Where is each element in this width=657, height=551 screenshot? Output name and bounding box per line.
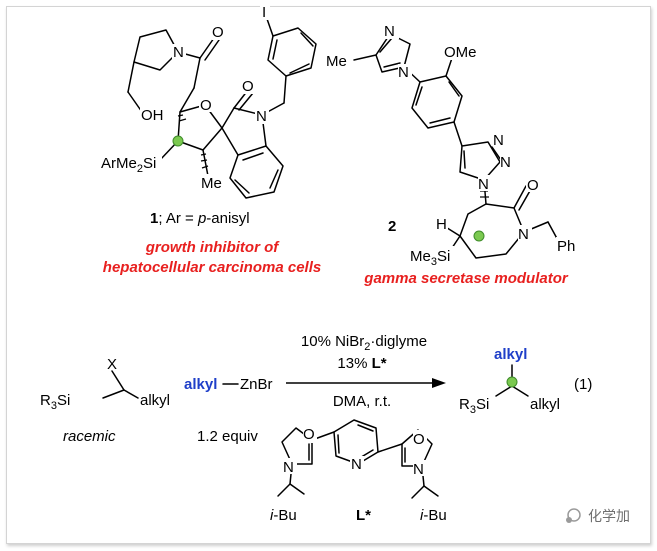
c2-atom-n-imid: N: [398, 64, 409, 81]
substrate-note: racemic: [63, 428, 116, 445]
c1-atom-n: N: [173, 44, 184, 61]
c1-atom-o-lactam: O: [242, 78, 254, 95]
equation-number: (1): [574, 376, 592, 393]
substrate-x: X: [107, 356, 117, 373]
substrate-r3si: R3Si: [40, 392, 70, 412]
c2-atom-n-azepane: N: [518, 226, 529, 243]
product-alkyl: alkyl: [530, 396, 560, 413]
reagent-znbr: ZnBr: [240, 376, 273, 393]
substrate-structure: [102, 370, 139, 399]
c2-atom-n-triazole-2: N: [500, 154, 511, 171]
c1-silyl-label: ArMe2Si: [101, 155, 156, 175]
condition-catalyst: 10% NiBr2·diglyme: [301, 333, 427, 353]
ligand-atom-n-right: N: [413, 461, 424, 478]
c1-caption: 1; Ar = p-anisyl: [150, 210, 250, 227]
c1-atom-oh: OH: [141, 107, 164, 124]
c1-atom-o-ring: O: [200, 97, 212, 114]
c1-atom-o-carbonyl: O: [212, 24, 224, 41]
c2-activity: gamma secretase modulator: [363, 270, 569, 287]
product-structure: [495, 364, 529, 397]
c2-atom-n-triazole-3: N: [478, 176, 489, 193]
condition-solvent: DMA, r.t.: [333, 393, 391, 410]
c2-atom-n-triazole-1: N: [493, 132, 504, 149]
product-r3si: R3Si: [459, 396, 489, 416]
watermark-logo-icon: [566, 508, 581, 523]
substrate-alkyl: alkyl: [140, 392, 170, 409]
c2-methyl: Me: [326, 53, 347, 70]
c2-atom-o: O: [527, 177, 539, 194]
ligand-ibu-right: i-Bu: [420, 507, 447, 524]
watermark-text: 化学加: [588, 508, 630, 524]
reagent-equiv: 1.2 equiv: [197, 428, 258, 445]
condition-ligand: 13% L*: [337, 355, 386, 372]
c1-methyl: Me: [201, 175, 222, 192]
reagent-alkyl: alkyl: [184, 376, 217, 393]
c2-number: 2: [388, 218, 396, 235]
product-alkyl-top: alkyl: [494, 346, 527, 363]
ligand-atom-o-left: O: [303, 426, 315, 443]
ligand-atom-o-right: O: [413, 431, 425, 448]
ligand-atom-n-pyridine: N: [351, 456, 362, 473]
c1-atom-n-indole: N: [256, 108, 267, 125]
ligand-label: L*: [356, 507, 371, 524]
c1-activity-line2: hepatocellular carcinoma cells: [103, 259, 321, 276]
ligand-atom-n-left: N: [283, 459, 294, 476]
ligand-ibu-left: i-Bu: [270, 507, 297, 524]
c2-ome: OMe: [444, 44, 477, 61]
c1-atom-i: I: [262, 4, 266, 21]
figure-frame: [6, 6, 651, 544]
compound-2-structure: [353, 33, 561, 259]
c2-ph: Ph: [557, 238, 575, 255]
c2-atom-n-top: N: [384, 23, 395, 40]
c1-activity-line1: growth inhibitor of: [145, 239, 280, 256]
c2-silyl-label: Me3Si: [410, 248, 450, 268]
c2-atom-h: H: [436, 216, 447, 233]
